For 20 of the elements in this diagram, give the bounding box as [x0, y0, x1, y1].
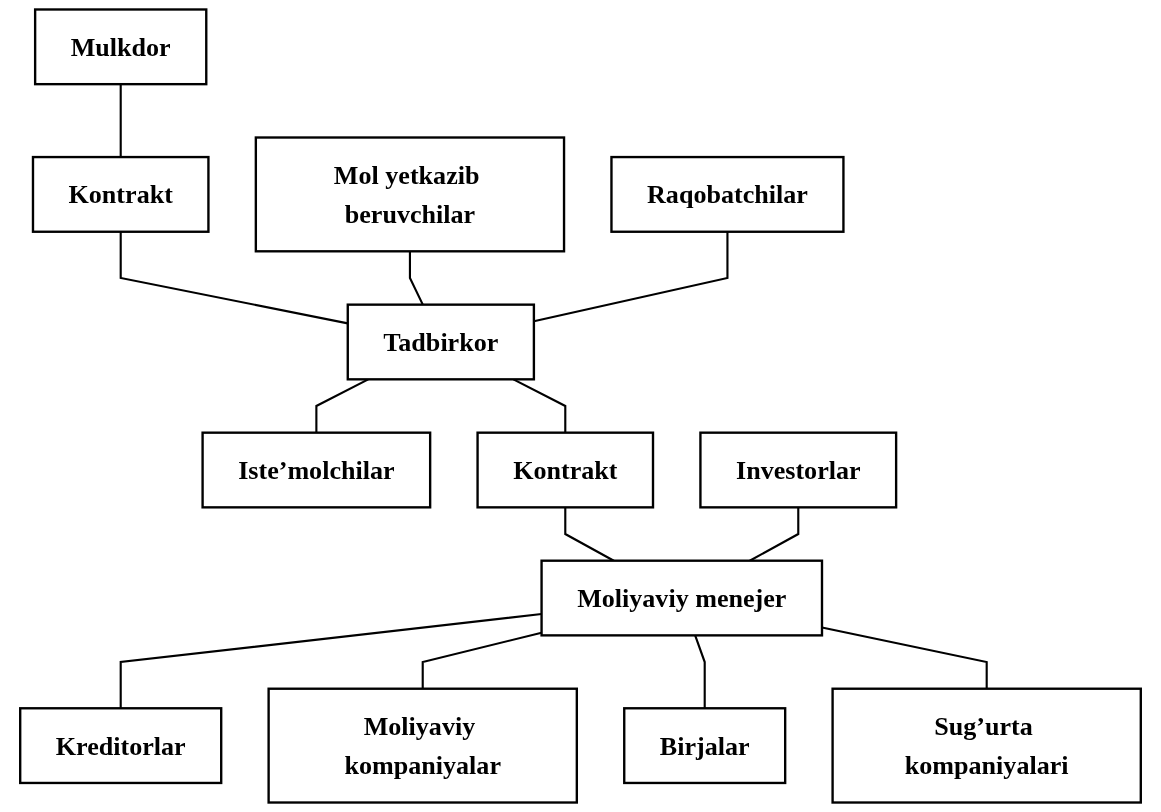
node-box: Kontrakt — [476, 431, 655, 509]
connector — [119, 231, 348, 325]
node-box: Sug’urta kompaniyalari — [831, 687, 1142, 804]
connector — [119, 612, 542, 709]
node-box: Tadbirkor — [346, 303, 536, 381]
node-box: Mulkdor — [33, 8, 208, 86]
node-box: Kontrakt — [31, 155, 210, 233]
connector — [421, 631, 542, 689]
node-box: Mol yetkazib beruvchilar — [254, 136, 566, 253]
connector — [533, 231, 729, 323]
connector — [821, 626, 988, 689]
node-box: Investorlar — [699, 431, 898, 509]
node-box: Kreditorlar — [19, 707, 223, 785]
connector — [694, 635, 706, 709]
node-box: Moliyaviy kompaniyalar — [267, 687, 578, 804]
connector — [119, 84, 122, 158]
node-box: Moliyaviy menejer — [540, 559, 824, 637]
node-box: Raqobatchilar — [610, 155, 845, 233]
node-box: Birjalar — [623, 707, 787, 785]
node-box: Iste’molchilar — [201, 431, 432, 509]
